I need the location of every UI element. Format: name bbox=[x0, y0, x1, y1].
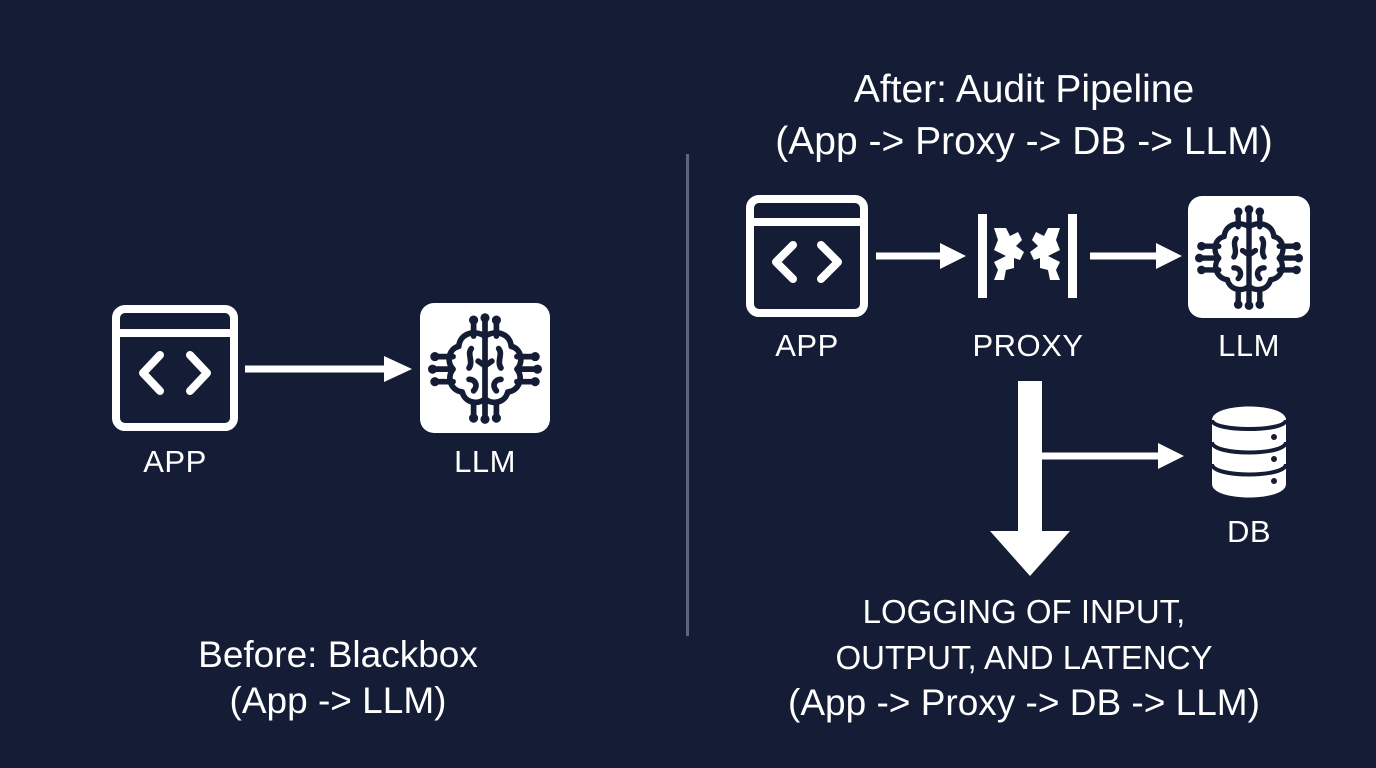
after-app-label: APP bbox=[775, 328, 839, 363]
after-app-icon bbox=[746, 195, 868, 317]
after-proxy-to-llm-arrow bbox=[1090, 243, 1182, 269]
after-proxy-label: PROXY bbox=[972, 328, 1084, 363]
before-app-icon bbox=[112, 305, 238, 431]
logging-line1: LOGGING OF INPUT, bbox=[862, 593, 1186, 630]
after-llm-icon bbox=[1188, 196, 1310, 318]
database-icon bbox=[1210, 406, 1288, 498]
after-title-line1: After: Audit Pipeline bbox=[853, 68, 1195, 111]
before-caption-line1: Before: Blackbox bbox=[198, 634, 478, 675]
db-label: DB bbox=[1226, 514, 1272, 549]
after-llm-label: LLM bbox=[1218, 328, 1280, 363]
after-app-to-proxy-arrow bbox=[876, 243, 966, 269]
before-caption-line2: (App -> LLM) bbox=[229, 680, 447, 721]
before-app-label: APP bbox=[143, 444, 207, 479]
before-app-to-llm-arrow bbox=[245, 356, 412, 382]
logging-line3: (App -> Proxy -> DB -> LLM) bbox=[788, 682, 1260, 723]
proxy-icon bbox=[978, 214, 1077, 298]
proxy-to-db-arrow bbox=[1042, 443, 1184, 469]
proxy-down-arrow bbox=[990, 381, 1070, 576]
section-divider bbox=[686, 154, 689, 636]
before-llm-label: LLM bbox=[454, 444, 516, 479]
before-llm-icon bbox=[420, 303, 550, 433]
after-title-line2: (App -> Proxy -> DB -> LLM) bbox=[775, 120, 1273, 163]
logging-line2: OUTPUT, AND LATENCY bbox=[835, 639, 1213, 676]
